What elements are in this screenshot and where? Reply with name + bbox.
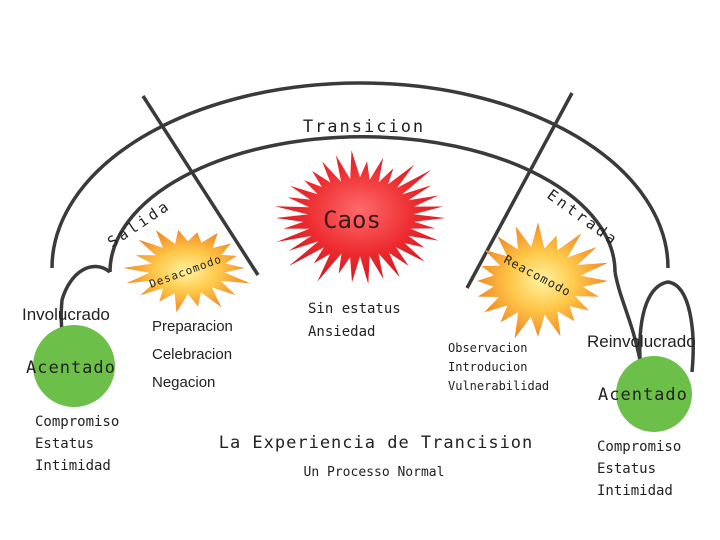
right-trait-1: Compromiso [597,439,681,455]
exit-divider-line [141,95,260,276]
chaos-item-2: Ansiedad [308,324,375,340]
transition-label: Transicion [303,117,425,137]
left-trait-2: Estatus [35,436,94,452]
readjust-item-3: Vulnerabilidad [448,379,549,393]
left-trait-1: Compromiso [35,414,119,430]
entry-divider-line [465,92,574,289]
right-loop-top [638,280,695,373]
footer-subtitle: Un Processo Normal [304,465,445,480]
left-circle-label: Acentado [26,358,116,378]
discomfort-item-1: Preparacion [152,318,233,335]
readjust-item-2: Introducion [448,360,527,374]
left-circle [33,325,115,407]
discomfort-item-3: Negacion [152,374,215,391]
chaos-burst: Caos [274,150,446,285]
footer-title: La Experiencia de Trancision [219,433,534,453]
chaos-label: Caos [323,206,381,234]
readjust-item-1: Observacion [448,341,527,355]
right-circle [616,356,692,432]
right-trait-2: Estatus [597,461,656,477]
chaos-item-1: Sin estatus [308,301,401,317]
right-loop [613,271,642,361]
inner-arc [108,134,617,273]
left-heading: Involucrado [22,305,110,324]
right-trait-3: Intimidad [597,483,673,499]
discomfort-burst: Desacomodo [123,230,251,313]
readjust-burst: Reacomodo [477,222,609,339]
outer-arc [50,81,670,269]
discomfort-item-2: Celebracion [152,346,232,363]
left-trait-3: Intimidad [35,458,111,474]
right-circle-label: Acentado [598,385,688,405]
right-heading: Reinvolucrado [587,332,696,351]
